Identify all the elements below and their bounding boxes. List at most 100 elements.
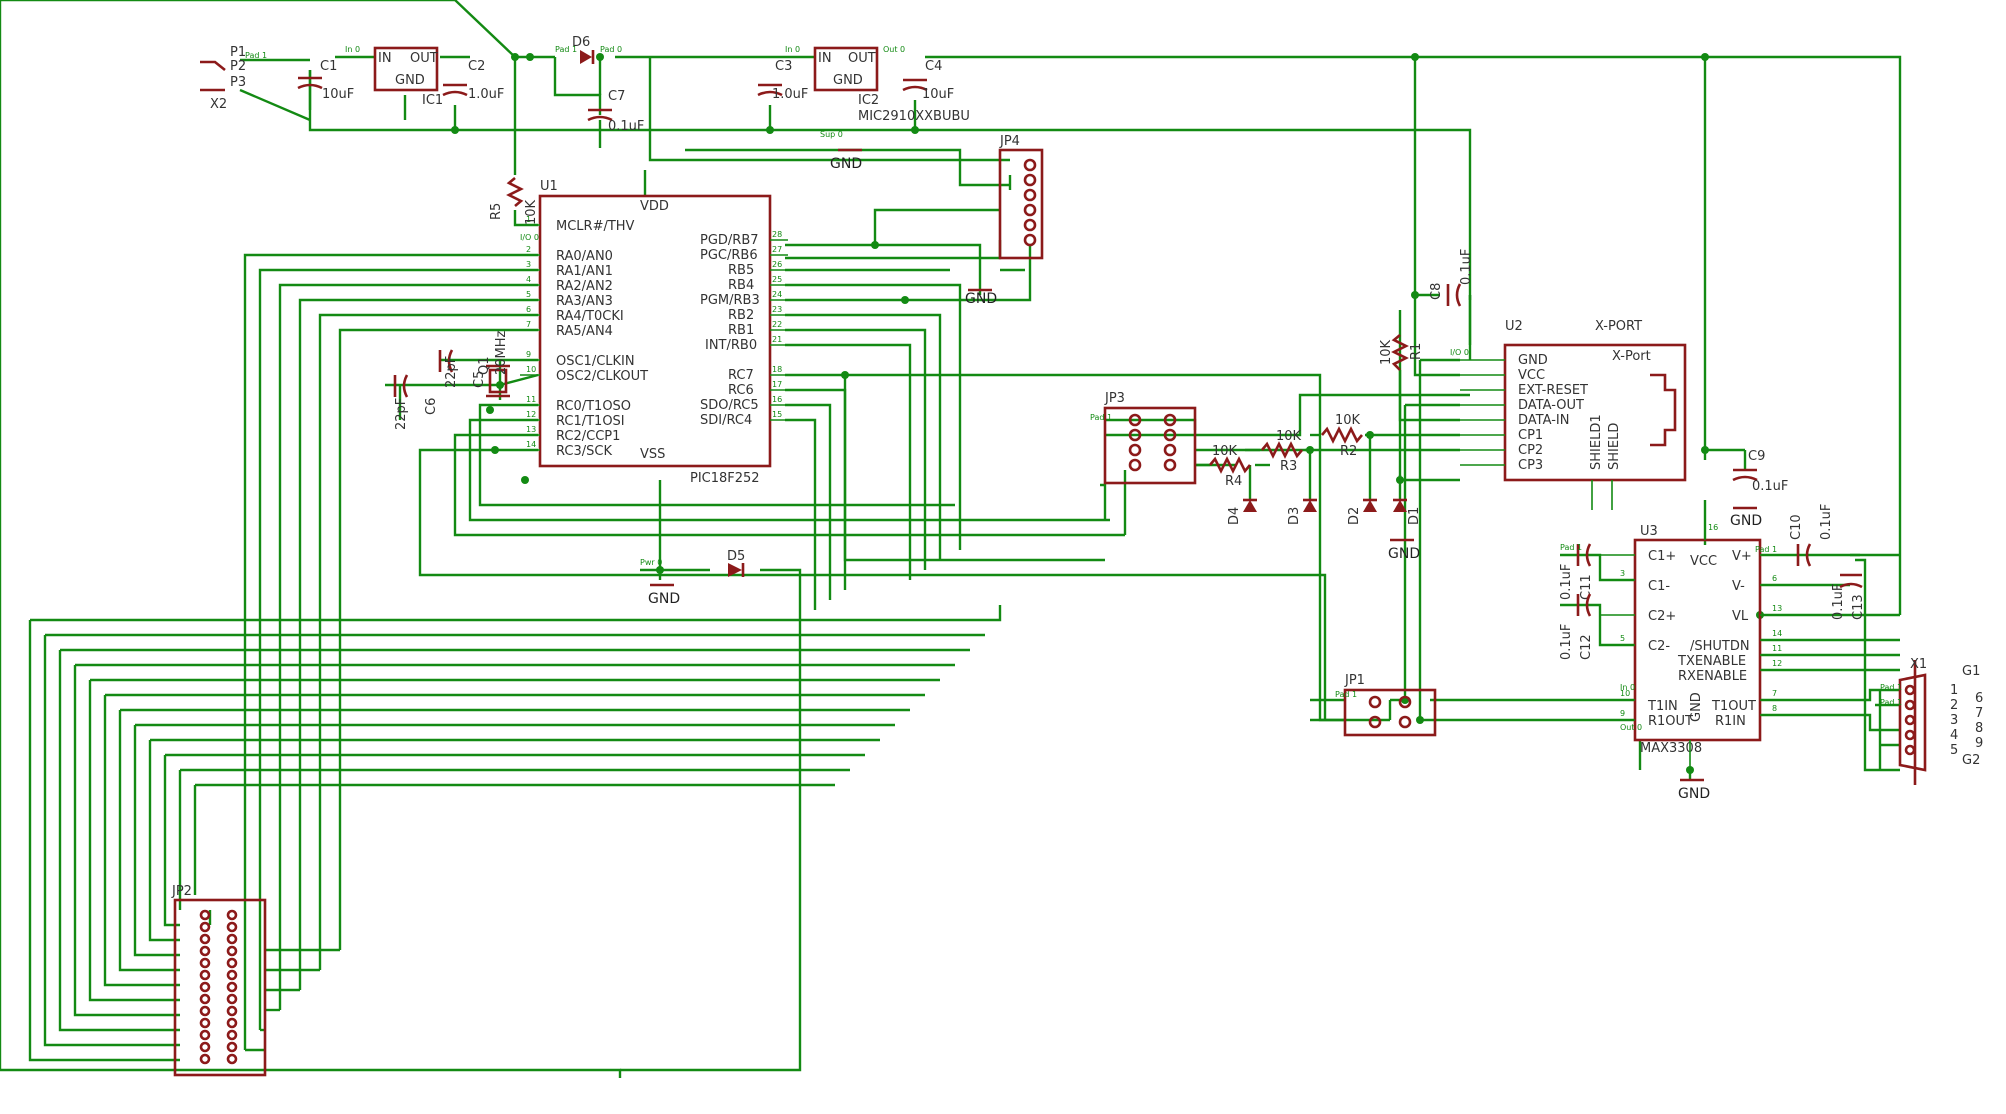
svg-text:MIC2910XXBUBU: MIC2910XXBUBU [858,109,970,124]
capacitor-c2[interactable]: C2 1.0uF [442,59,504,102]
u1-pin-rc2: RC2/CCP1 [556,429,620,444]
connector-x2-power[interactable]: X2 P1 P2 P3 [200,45,246,112]
resistor-r3[interactable]: R3 10K [1261,429,1303,474]
capacitor-c9[interactable]: C9 0.1uF [1732,449,1788,494]
svg-text:26: 26 [772,260,782,269]
svg-text:0.1uF: 0.1uF [1559,624,1574,660]
connector-jp3[interactable]: JP3 [1103,391,1197,485]
svg-text:P2: P2 [230,59,246,74]
diode-d4[interactable]: D4 [1227,498,1257,525]
capacitor-c8[interactable]: C8 0.1uF [1429,249,1474,307]
diodes: D6 D5 D4 D3 D2 D1 [572,35,1422,577]
capacitor-c12[interactable]: C12 0.1uF [1559,593,1594,660]
jp2-pin [199,909,211,921]
diode-d5[interactable]: D5 [727,549,745,577]
svg-text:G2: G2 [1962,753,1980,768]
resistor-r1[interactable]: R1 10K [1379,334,1424,371]
capacitor-c5[interactable]: C5 22pF [438,349,487,388]
svg-text:C7: C7 [608,89,625,104]
svg-text:9: 9 [1975,736,1983,751]
jp2-pin [199,1029,211,1041]
svg-text:R5: R5 [489,203,504,220]
wires [0,0,1902,1078]
u3-max3308[interactable]: U3 MAX3308 C1+ C1- C2+ C2- VCC /SHUTDN T… [1600,515,1790,770]
jp2-pin [199,1005,211,1017]
resistor-r5[interactable]: R5 10K [489,177,539,225]
resistor-r4[interactable]: R4 10K [1209,444,1251,489]
svg-text:D2: D2 [1347,507,1362,525]
svg-text:GND: GND [1678,786,1710,802]
svg-text:IC1: IC1 [422,93,443,108]
svg-text:27: 27 [772,245,782,254]
svg-text:14: 14 [1772,629,1782,638]
gnd-u3: GND [1678,778,1710,802]
diode-d3[interactable]: D3 [1287,498,1317,525]
svg-text:/SHUTDN: /SHUTDN [1690,639,1750,654]
svg-text:X-PORT: X-PORT [1595,319,1642,334]
capacitor-c6[interactable]: C6 22pF [393,374,439,430]
svg-text:Out 0: Out 0 [1620,723,1642,732]
svg-text:C1: C1 [320,59,337,74]
capacitor-c7[interactable]: C7 0.1uF [587,89,644,134]
jp2-pin [199,957,211,969]
capacitor-c13[interactable]: C13 0.1uF [1831,573,1866,620]
u2-xport[interactable]: U2 X-PORT X-Port GND VCC EXT-RESET DATA-… [1460,319,1687,510]
u1-pin-mclr: MCLR#/THV [556,219,635,234]
svg-text:R1OUT: R1OUT [1648,714,1693,729]
u1-microcontroller[interactable]: U1 VDD VSS PIC18F252 MCLR#/THV RA0/AN0 R… [520,179,788,486]
svg-text:10K: 10K [524,199,539,225]
jp2-pin [199,969,211,981]
svg-text:CP2: CP2 [1518,443,1543,458]
svg-text:CP1: CP1 [1518,428,1543,443]
svg-text:V+: V+ [1732,549,1752,564]
u1-pin-ra5: RA5/AN4 [556,324,613,339]
svg-text:Pad 1: Pad 1 [1335,690,1357,699]
jp2-pin [199,1017,211,1029]
capacitor-c11[interactable]: C11 0.1uF [1559,543,1594,600]
svg-text:V-: V- [1732,579,1745,594]
ic2-regulator[interactable]: IN OUT GND IC2 MIC2910XXBUBU [813,46,970,124]
svg-text:Pad 1: Pad 1 [1090,413,1112,422]
svg-text:R1IN: R1IN [1715,714,1746,729]
jp2-pin [199,945,211,957]
svg-text:RXENABLE: RXENABLE [1678,669,1747,684]
svg-text:4: 4 [526,275,531,284]
svg-text:C12: C12 [1579,634,1594,660]
capacitor-c3[interactable]: C3 1.0uF [757,59,808,102]
crystal-q1[interactable]: Q1 20MHz [477,330,510,398]
gnd-jp4: GND [965,288,997,307]
capacitor-c4[interactable]: C4 10uF [902,59,954,102]
jp2-pin [199,933,211,945]
capacitor-c1[interactable]: C1 10uF [297,59,354,102]
connector-jp2[interactable]: JP2 [171,884,267,1077]
svg-text:3: 3 [1950,713,1958,728]
diode-d6[interactable]: D6 [572,35,595,64]
connector-jp1[interactable]: JP1 [1343,673,1437,737]
gnd-u1: GND [648,583,680,607]
svg-text:8: 8 [1772,704,1777,713]
svg-text:SHIELD1: SHIELD1 [1589,414,1604,470]
svg-text:DATA-IN: DATA-IN [1518,413,1569,428]
u1-pin-rb0: INT/RB0 [705,338,757,353]
svg-text:OUT: OUT [410,51,438,66]
ic1-regulator[interactable]: IN OUT GND IC1 [373,46,443,108]
ground-symbols: GND GND GND GND GND GND [648,148,1762,802]
connector-x1-db9[interactable]: X1 G1 G2 1 2 3 4 5 6 7 8 9 [1898,657,1983,785]
u1-ref: U1 [540,179,558,194]
diode-d2[interactable]: D2 [1347,498,1377,525]
jp2-pin [226,1053,238,1065]
jp2-pin [199,921,211,933]
diode-d1[interactable]: D1 [1393,498,1422,525]
svg-text:15: 15 [772,410,782,419]
svg-text:3: 3 [526,260,531,269]
svg-text:7: 7 [526,320,531,329]
u1-pin-rb7: PGD/RB7 [700,233,759,248]
connector-jp4[interactable]: JP4 [998,134,1044,260]
resistor-r2[interactable]: R2 10K [1321,413,1363,459]
jp2-pin [226,981,238,993]
capacitor-c10[interactable]: C10 0.1uF [1789,504,1834,567]
svg-text:G1: G1 [1962,664,1980,679]
u1-pin-rb6: PGC/RB6 [700,248,758,263]
jp2-pin [226,957,238,969]
svg-text:13: 13 [526,425,536,434]
